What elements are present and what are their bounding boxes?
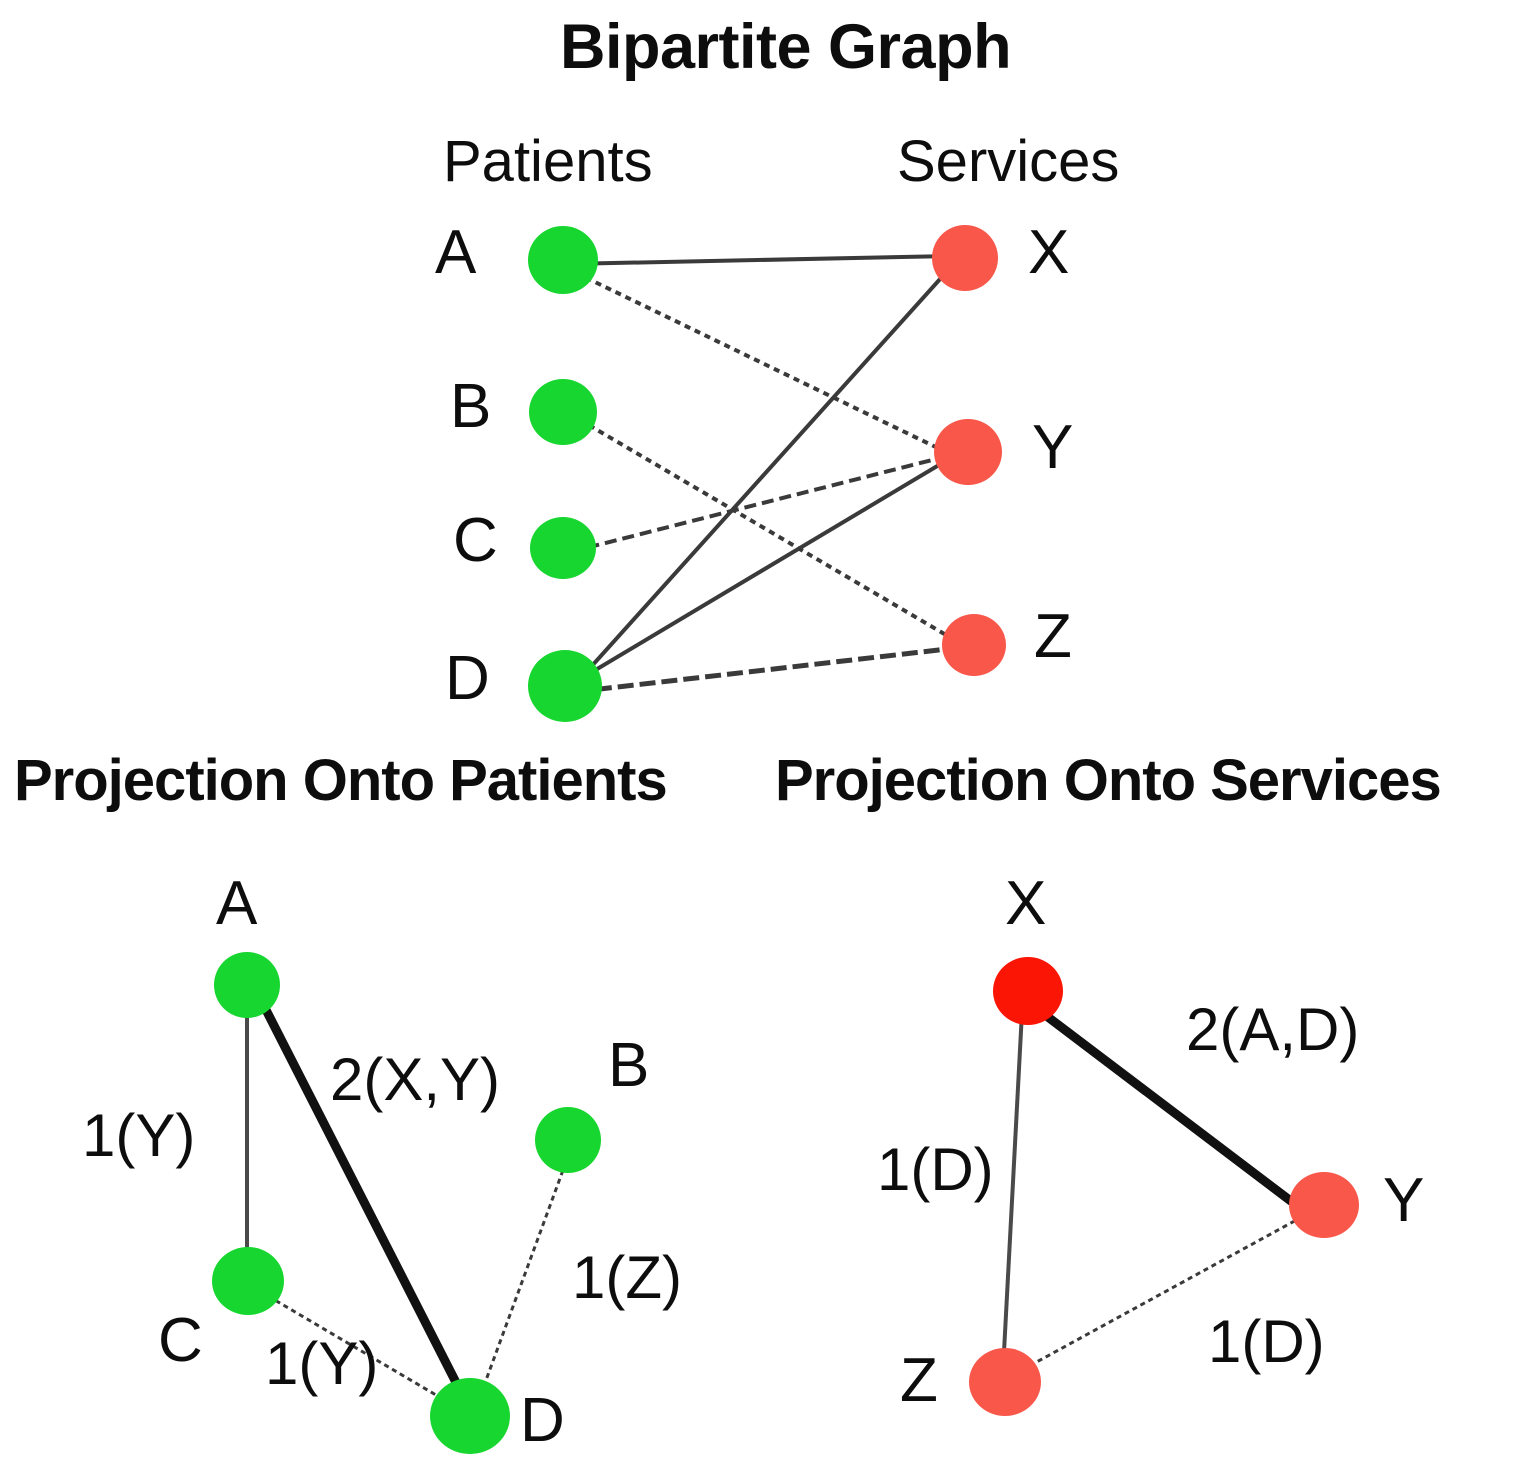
proj-services-edge-label-Z-Y: 1(D) xyxy=(1208,1308,1325,1375)
bipartite-label-D: D xyxy=(445,644,490,713)
edge-A-X xyxy=(565,254,953,266)
column-header-services: Services xyxy=(897,129,1120,194)
proj-services-edge-X-Y xyxy=(1033,1004,1311,1218)
proj-patients-node-A[interactable] xyxy=(214,952,280,1018)
proj-services-edge-label-X-Z: 1(D) xyxy=(877,1136,994,1203)
bipartite-label-Y: Y xyxy=(1032,413,1074,482)
bipartite-node-Z[interactable] xyxy=(942,614,1006,676)
proj-services-label-Y: Y xyxy=(1383,1166,1425,1235)
edge-B-Z xyxy=(568,412,960,644)
proj-services-node-Z[interactable] xyxy=(969,1348,1041,1416)
edge-C-Y xyxy=(569,455,945,554)
bipartite-node-Y[interactable] xyxy=(934,419,1002,485)
proj-patients-edge-label-A-C: 1(Y) xyxy=(82,1102,196,1169)
edge-D-Z xyxy=(573,645,957,695)
proj-patients-label-A: A xyxy=(216,869,258,938)
proj-patients-label-B: B xyxy=(608,1031,650,1100)
figure-title: Bipartite Graph xyxy=(560,12,1012,82)
proj-patients-edge-C-D xyxy=(267,1294,459,1410)
proj-patients-edge-label-C-D: 1(Y) xyxy=(265,1330,379,1397)
bipartite-label-B: B xyxy=(450,372,492,441)
proj-services-node-X[interactable] xyxy=(993,957,1063,1025)
proj-patients-edge-B-D xyxy=(476,1161,568,1403)
bipartite-node-X[interactable] xyxy=(932,225,998,291)
bipartite-node-D[interactable] xyxy=(528,650,602,722)
bipartite-node-A[interactable] xyxy=(528,226,598,294)
bipartite-label-X: X xyxy=(1028,218,1070,287)
section-title-projection-patients: Projection Onto Patients xyxy=(14,748,668,813)
edge-D-X xyxy=(570,266,952,690)
proj-services-label-X: X xyxy=(1005,869,1047,938)
bipartite-label-Z: Z xyxy=(1034,602,1072,671)
proj-patients-edge-label-A-D: 2(X,Y) xyxy=(330,1046,501,1113)
proj-services-edge-X-Z xyxy=(1002,1011,1024,1353)
proj-patients-node-D[interactable] xyxy=(430,1378,510,1454)
proj-services-edge-Z-Y xyxy=(1021,1216,1301,1372)
bipartite-label-C: C xyxy=(453,506,498,575)
section-title-projection-services: Projection Onto Services xyxy=(775,748,1442,813)
edge-D-Y xyxy=(570,460,946,686)
projection-patients-edges xyxy=(245,999,568,1410)
proj-services-edge-label-X-Y: 2(A,D) xyxy=(1186,996,1360,1063)
proj-patients-label-D: D xyxy=(520,1386,565,1455)
proj-patients-node-B[interactable] xyxy=(535,1107,601,1173)
proj-services-node-Y[interactable] xyxy=(1289,1172,1359,1238)
bipartite-node-C[interactable] xyxy=(530,517,596,579)
edge-A-Y xyxy=(565,266,947,454)
projection-services-edges xyxy=(1002,1004,1311,1372)
column-header-patients: Patients xyxy=(443,129,653,194)
bipartite-edges xyxy=(565,254,960,695)
bipartite-label-A: A xyxy=(435,218,477,287)
proj-patients-edge-A-D xyxy=(257,999,472,1407)
proj-patients-node-C[interactable] xyxy=(212,1247,284,1315)
proj-patients-edge-label-B-D: 1(Z) xyxy=(572,1244,682,1311)
bipartite-node-B[interactable] xyxy=(529,379,597,445)
proj-services-label-Z: Z xyxy=(900,1346,938,1415)
proj-patients-label-C: C xyxy=(158,1306,203,1375)
